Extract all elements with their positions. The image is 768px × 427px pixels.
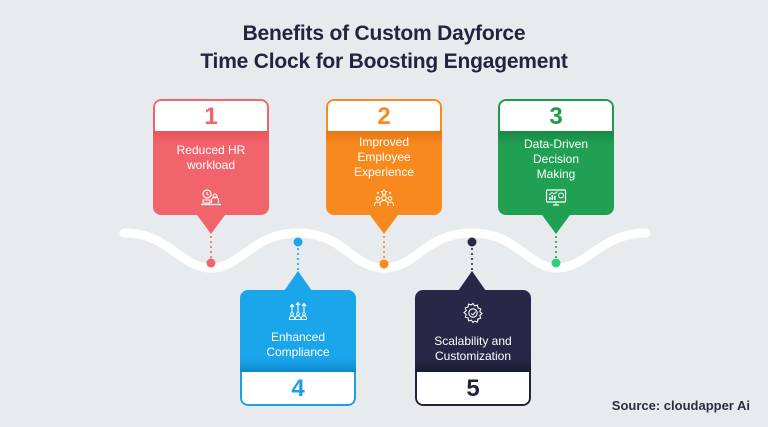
benefit-label: Reduced HR workload — [176, 143, 246, 172]
title-line-1: Benefits of Custom Dayforce — [242, 22, 526, 45]
monitor-analytics-icon — [545, 189, 567, 206]
benefit-label: Enhanced Compliance — [266, 330, 330, 359]
benefit-number: 1 — [153, 99, 269, 131]
benefit-number: 2 — [326, 99, 442, 131]
source-credit: Source: cloudapper Ai — [611, 398, 750, 413]
pointer-1 — [197, 215, 225, 234]
gear-settings-icon — [463, 302, 483, 324]
benefit-number: 3 — [498, 99, 614, 131]
benefit-card-1: 1 Reduced HR workload — [153, 99, 269, 215]
benefit-number: 4 — [240, 372, 356, 406]
pointer-3 — [542, 215, 570, 234]
benefit-card-3: 3 Data-Driven Decision Making — [498, 99, 614, 215]
pointer-4 — [284, 271, 312, 291]
benefit-card-2: 2 Improved Employee Experience — [326, 99, 442, 215]
benefit-card-4: Enhanced Compliance 4 — [240, 290, 356, 406]
dot-1 — [206, 258, 216, 268]
dot-5 — [467, 237, 477, 247]
dot-4 — [293, 237, 303, 247]
team-stars-icon — [374, 189, 394, 206]
benefit-label: Data-Driven Decision Making — [523, 137, 589, 181]
people-growth-arrows-icon — [289, 302, 307, 320]
pointer-2 — [370, 215, 398, 234]
infographic-title: Benefits of Custom Dayforce Time Clock f… — [0, 20, 768, 76]
benefit-label: Improved Employee Experience — [353, 135, 415, 179]
benefit-card-5: Scalability and Customization 5 — [415, 290, 531, 406]
clock-worker-desk-icon — [201, 189, 221, 206]
title-line-2: Time Clock for Boosting Engagement — [200, 50, 568, 73]
benefit-label: Scalability and Customization — [434, 334, 512, 363]
dot-3 — [551, 258, 561, 268]
dot-2 — [379, 259, 389, 269]
pointer-5 — [458, 271, 486, 291]
benefit-number: 5 — [415, 372, 531, 406]
